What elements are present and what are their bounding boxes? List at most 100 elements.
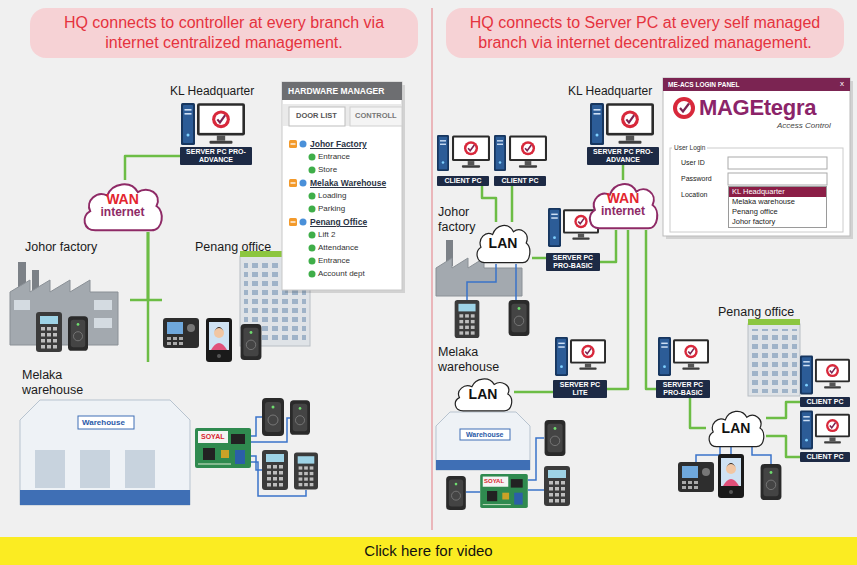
panel-text: x [840, 79, 844, 89]
server-label: SERVER PC PRO-BASIC [548, 254, 598, 270]
client-label: CLIENT PC [802, 398, 848, 406]
panel-text: Parking [318, 204, 345, 214]
panel-text: Account dept [318, 269, 365, 279]
access-devices [718, 454, 744, 498]
login-window [663, 78, 850, 236]
client-computer [452, 135, 490, 167]
access-devices [163, 318, 199, 348]
warehouse-building [80, 450, 110, 488]
cloud-label: WAN internet [595, 192, 651, 218]
login-window [670, 148, 843, 232]
hardware-manager-window [283, 104, 401, 126]
login-window [728, 173, 827, 185]
server-tag: SERVER PC PRO-BASIC [656, 380, 710, 398]
server-label: SERVER PC LITE [555, 381, 605, 397]
client-label: CLIENT PC [439, 177, 487, 185]
cloud-label: LAN [722, 420, 751, 436]
tree-icons [289, 179, 297, 187]
device-wires [730, 447, 732, 454]
location-dropdown: KL HeadquarterMelaka warehousePenang off… [728, 186, 827, 228]
network-link [766, 402, 800, 418]
header-banner: HQ connects to controller at every branc… [30, 8, 418, 58]
factory-building [10, 280, 118, 345]
tree-icons [309, 154, 316, 161]
site-name: Melaka warehouse [22, 368, 92, 398]
login-window [663, 78, 850, 91]
tree-icons [300, 180, 307, 187]
tree-icons [309, 258, 316, 265]
access-devices [455, 300, 480, 338]
building-sign: Warehouse [82, 417, 125, 428]
login-window [680, 104, 689, 112]
wan-cloud: WAN internet [586, 180, 660, 230]
lan-cloud: LAN [474, 222, 532, 264]
warehouse-building [436, 460, 530, 470]
access-devices [678, 462, 714, 492]
network-link [147, 232, 150, 362]
video-bar: Click here for video [0, 537, 857, 565]
cloud-label: LAN [469, 386, 498, 402]
cloud-label: LAN [489, 235, 518, 251]
hardware-manager-window [289, 107, 345, 126]
panel-text: Entrance [318, 152, 350, 162]
cloud-label: WAN internet [95, 193, 151, 219]
client-computer [800, 411, 813, 450]
site-area: Johor factory [10, 238, 130, 352]
tree-icons [309, 271, 316, 278]
network-link [532, 257, 546, 260]
panel-text: CONTROLL [355, 111, 397, 120]
access-devices [678, 454, 781, 500]
network-link [130, 232, 148, 300]
office-building [748, 319, 800, 325]
controller-board [195, 428, 251, 468]
network-link [511, 186, 514, 222]
client-computer [815, 414, 850, 444]
access-devices [290, 400, 310, 435]
tree-icons [309, 245, 316, 252]
server-label: SERVER PC PRO-ADVANCE [182, 148, 250, 164]
hq-computer [181, 103, 195, 145]
site-name: KL Headquarter [568, 84, 652, 98]
network-link [607, 230, 628, 389]
login-window [673, 97, 695, 119]
device-wires [251, 456, 262, 470]
panel-text: Store [318, 165, 337, 175]
factory-building [10, 262, 118, 345]
access-devices [509, 300, 530, 336]
client-computer [815, 359, 850, 389]
server-tag: SERVER PC LITE [553, 380, 607, 398]
server-computer [548, 208, 561, 247]
header-banner: HQ connects to Server PC at every self m… [446, 8, 844, 58]
panel-text: Entrance [318, 256, 350, 266]
access-devices [455, 300, 530, 338]
access-devices [262, 398, 284, 436]
cloud-outline [709, 411, 764, 446]
hq-computer [590, 103, 654, 145]
network-link [482, 186, 496, 222]
access-devices [761, 464, 782, 500]
server-computer [555, 337, 606, 376]
access-devices [206, 318, 232, 362]
client-tag: CLIENT PC [800, 452, 850, 462]
login-panel: ME-ACS LOGIN PANELxMAGEtegraAccess Contr… [663, 78, 850, 236]
access-devices [544, 466, 570, 506]
client-computer [494, 135, 506, 171]
device-wires [467, 264, 516, 300]
network-link [514, 391, 553, 394]
office-building [748, 319, 800, 396]
building-sign: Warehouse [466, 430, 503, 440]
controller-board [480, 474, 528, 508]
hardware-manager-window [282, 82, 402, 100]
site-name: Penang office [195, 240, 271, 255]
site-name: Melaka warehouse [438, 345, 506, 375]
access-devices [446, 420, 570, 510]
access-devices [446, 476, 466, 510]
office-building [748, 324, 800, 396]
panel-text: Loading [318, 191, 346, 201]
factory-building [436, 258, 522, 296]
tree-icons [309, 206, 316, 213]
panel-divider [431, 8, 433, 530]
office-building [751, 329, 797, 393]
device-wires [528, 438, 544, 480]
